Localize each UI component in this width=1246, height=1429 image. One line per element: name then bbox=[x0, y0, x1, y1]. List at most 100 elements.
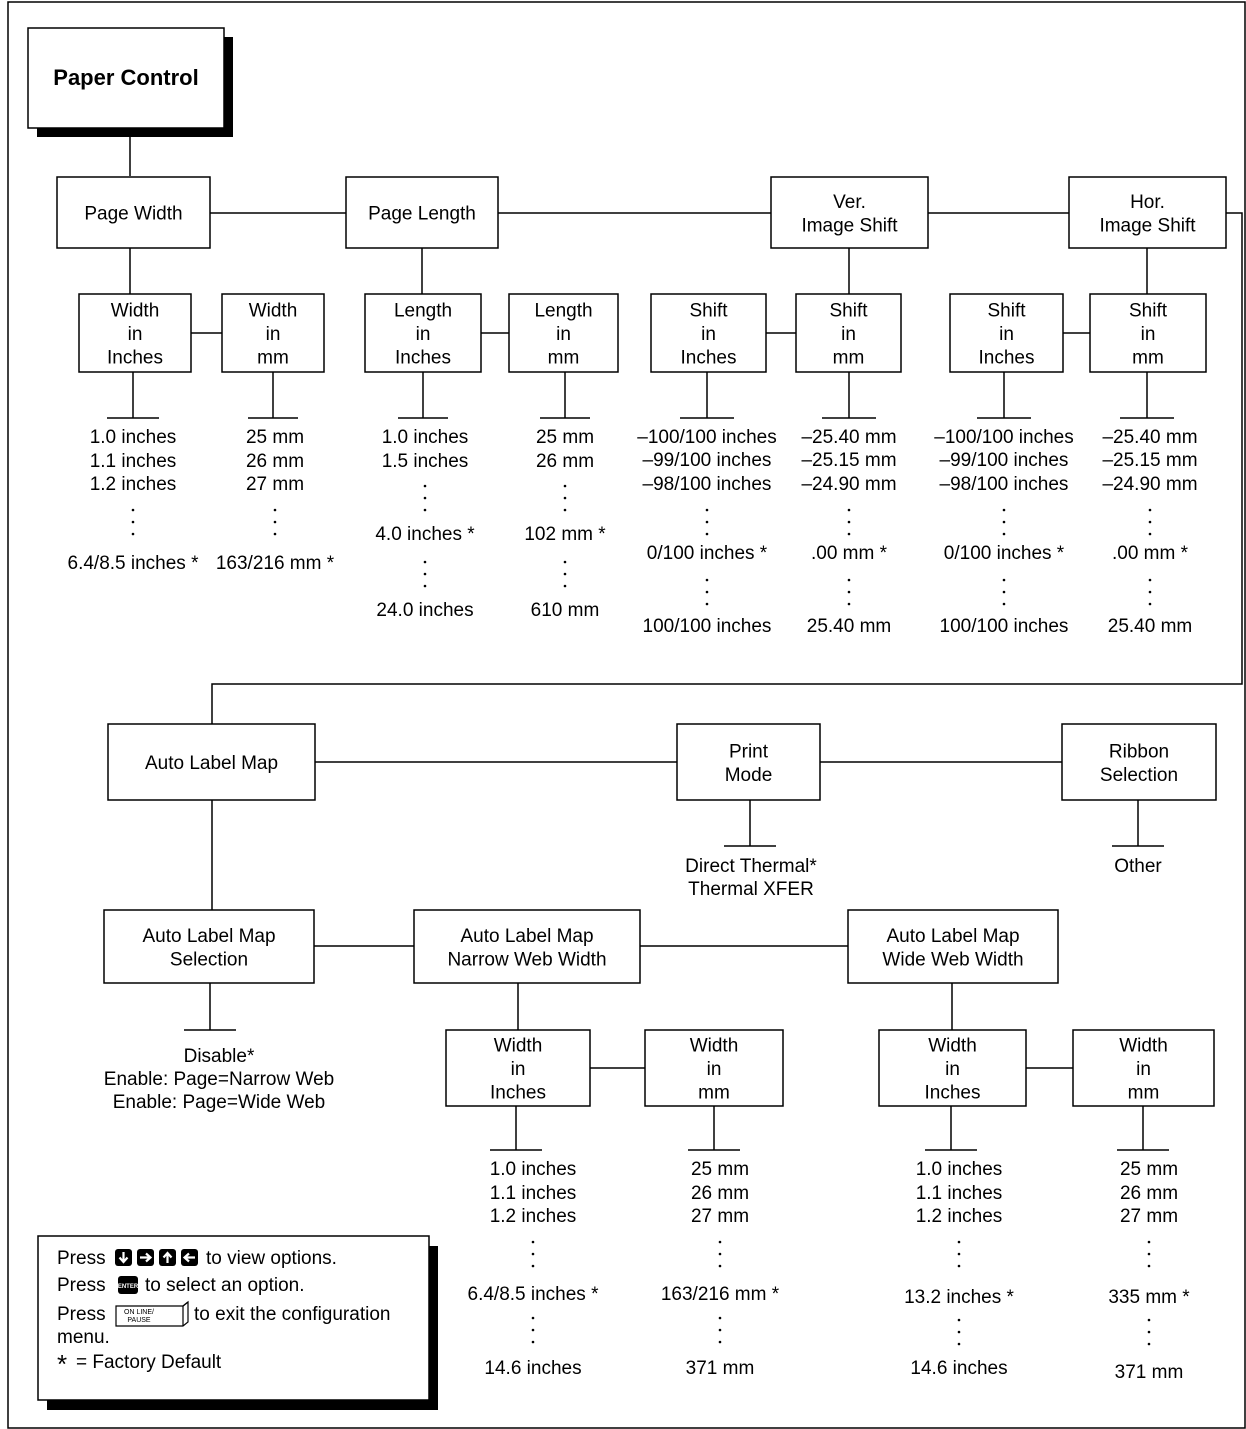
ribbon-selection-options: Other bbox=[1114, 856, 1162, 877]
narrow-width-in-inches-node-box bbox=[445, 1029, 591, 1107]
ellipsis-dot bbox=[705, 508, 709, 512]
page-width-node: Page Width bbox=[56, 176, 211, 249]
down-arrow-key-icon bbox=[115, 1249, 132, 1266]
online-pause-key-icon: ON LINE/ PAUSE bbox=[115, 1300, 189, 1327]
length-in-inches-node-label: Length bbox=[394, 301, 452, 322]
length-in-inches-node-box bbox=[364, 293, 482, 373]
option-value: Other bbox=[1114, 856, 1162, 877]
ellipsis-dot bbox=[1147, 1318, 1151, 1322]
enter-key-icon: ENTER bbox=[118, 1276, 139, 1294]
legend-press-2: Press bbox=[57, 1275, 106, 1296]
option-value: –98/100 inches bbox=[940, 474, 1069, 495]
option-value: .00 mm * bbox=[1112, 543, 1189, 564]
ellipsis-dot bbox=[718, 1240, 722, 1244]
wide-width-in-mm-node-box bbox=[1072, 1029, 1215, 1107]
option-value: 610 mm bbox=[531, 600, 600, 621]
wide-width-in-mm-node-label: Width bbox=[1119, 1036, 1168, 1057]
ellipsis-dot bbox=[957, 1240, 961, 1244]
ellipsis-dot bbox=[1002, 590, 1006, 594]
hor-image-shift-node-box bbox=[1068, 176, 1227, 249]
option-value: –99/100 inches bbox=[940, 450, 1069, 471]
ellipsis-dot bbox=[131, 520, 135, 524]
narrow-width-in-inches-node-label: in bbox=[511, 1059, 526, 1080]
ver-shift-in-inches-node-label: in bbox=[701, 324, 716, 345]
auto-label-map-node-box bbox=[107, 723, 316, 801]
ellipsis-dot bbox=[718, 1340, 722, 1344]
option-value: 1.2 inches bbox=[490, 1206, 577, 1227]
option-value: 25 mm bbox=[691, 1159, 749, 1180]
wide-width-in-mm-node-label: in bbox=[1136, 1059, 1151, 1080]
legend-press-1: Press bbox=[57, 1248, 106, 1269]
diagram-frame bbox=[7, 1, 1246, 1429]
ellipsis-dot bbox=[1148, 590, 1152, 594]
ellipsis-dot bbox=[1148, 532, 1152, 536]
hor-shift-in-inches-node-label: Inches bbox=[979, 348, 1035, 369]
ver-shift-inches-options: –100/100 inches–99/100 inches–98/100 inc… bbox=[637, 427, 776, 637]
online-key-label-1: ON LINE/ bbox=[124, 1309, 154, 1316]
legend-box: Press to view options. Press ENTER bbox=[37, 1235, 438, 1410]
option-value: 25.40 mm bbox=[807, 616, 891, 637]
narrow-width-in-inches-node-label: Inches bbox=[490, 1083, 546, 1104]
ver-image-shift-node-label: Image Shift bbox=[801, 215, 898, 236]
ver-image-shift-node: Ver.Image Shift bbox=[770, 176, 929, 249]
ellipsis-dot bbox=[531, 1316, 535, 1320]
ellipsis-dot bbox=[1002, 520, 1006, 524]
ellipsis-dot bbox=[718, 1328, 722, 1332]
ellipsis-dot bbox=[847, 590, 851, 594]
hor-shift-inches-options: –100/100 inches–99/100 inches–98/100 inc… bbox=[934, 427, 1073, 637]
ellipsis-dot bbox=[563, 572, 567, 576]
ellipsis-dot bbox=[423, 508, 427, 512]
option-value: 1.0 inches bbox=[382, 427, 469, 448]
option-value: 100/100 inches bbox=[643, 616, 772, 637]
page-width-node-label: Page Width bbox=[84, 204, 182, 225]
ellipsis-dot bbox=[705, 532, 709, 536]
option-value: 163/216 mm * bbox=[661, 1284, 780, 1305]
ellipsis-dot bbox=[531, 1340, 535, 1344]
hor-shift-in-mm-node-label: in bbox=[1141, 324, 1156, 345]
ellipsis-dot bbox=[1002, 602, 1006, 606]
option-value: 25 mm bbox=[246, 427, 304, 448]
ver-shift-in-mm-node-label: in bbox=[841, 324, 856, 345]
option-value: Enable: Page=Wide Web bbox=[113, 1092, 325, 1113]
hor-shift-in-inches-node-label: Shift bbox=[987, 301, 1026, 322]
page-length-node-label: Page Length bbox=[368, 204, 476, 225]
option-value: 27 mm bbox=[1120, 1206, 1178, 1227]
option-value: 1.2 inches bbox=[916, 1206, 1003, 1227]
width-in-inches-node-label: Width bbox=[111, 301, 160, 322]
option-value: .00 mm * bbox=[811, 543, 888, 564]
option-value: 25 mm bbox=[536, 427, 594, 448]
width-in-mm-node-label: mm bbox=[257, 348, 289, 369]
option-value: 25.40 mm bbox=[1108, 616, 1192, 637]
hor-image-shift-node-label: Image Shift bbox=[1099, 215, 1196, 236]
print-mode-options: Direct Thermal*Thermal XFER bbox=[685, 856, 817, 900]
alm-wide-web-node-label: Wide Web Width bbox=[882, 949, 1023, 970]
ellipsis-dot bbox=[563, 508, 567, 512]
legend-press-3: Press bbox=[57, 1304, 106, 1325]
ellipsis-dot bbox=[847, 532, 851, 536]
ellipsis-dot bbox=[531, 1240, 535, 1244]
option-value: 1.1 inches bbox=[490, 1183, 577, 1204]
option-value: –25.15 mm bbox=[1102, 450, 1197, 471]
option-value: 4.0 inches * bbox=[375, 524, 475, 545]
ellipsis-dot bbox=[1148, 520, 1152, 524]
option-value: 371 mm bbox=[686, 1358, 755, 1379]
ver-shift-in-mm-node-label: mm bbox=[833, 348, 865, 369]
ellipsis-dot bbox=[1002, 508, 1006, 512]
print-mode-node-label: Mode bbox=[725, 765, 773, 786]
option-value: 14.6 inches bbox=[910, 1358, 1007, 1379]
narrow-width-in-mm-node-label: mm bbox=[698, 1083, 730, 1104]
ribbon-selection-node-label: Selection bbox=[1100, 765, 1178, 786]
ellipsis-dot bbox=[423, 496, 427, 500]
option-value: 100/100 inches bbox=[940, 616, 1069, 637]
width-in-inches-node-label: in bbox=[128, 324, 143, 345]
ellipsis-dot bbox=[847, 578, 851, 582]
